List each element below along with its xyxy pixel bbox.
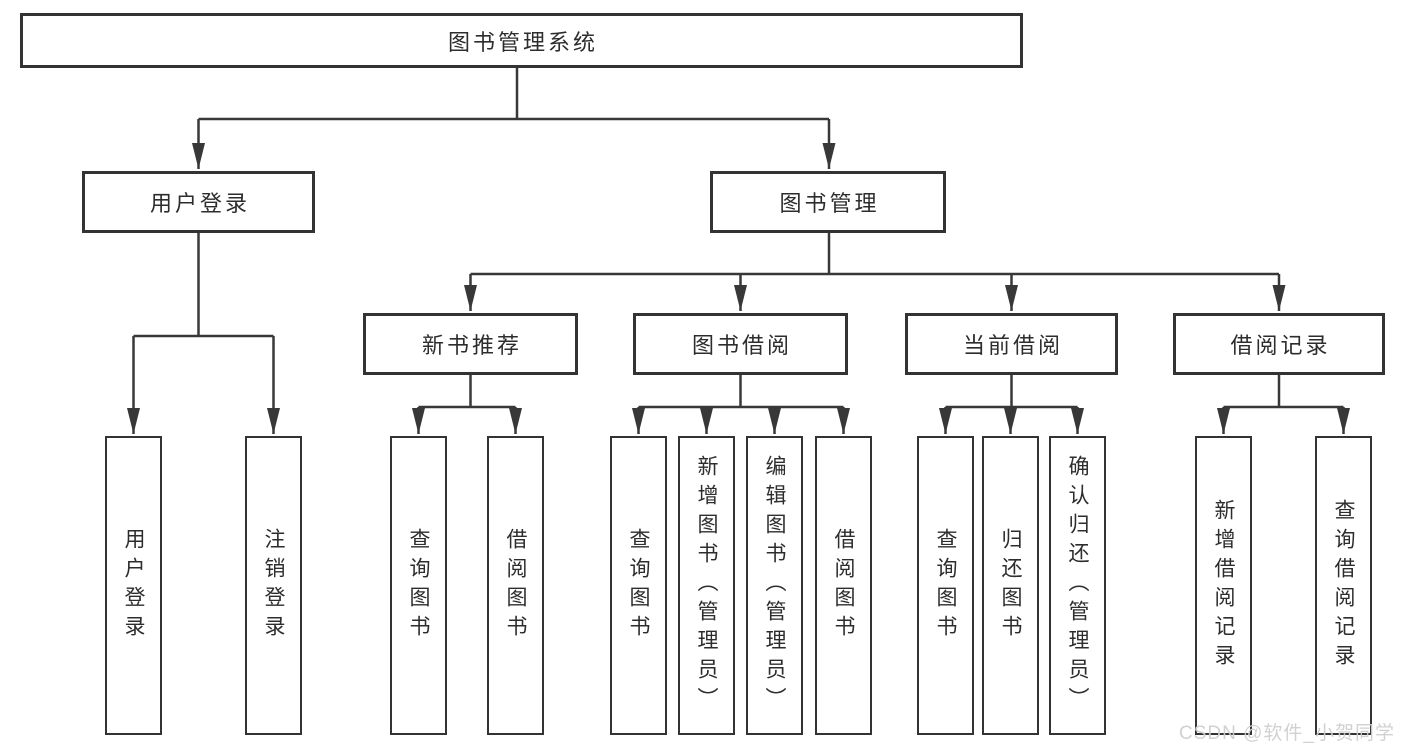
leaf-records-query-record: 查询借阅记录	[1315, 436, 1372, 735]
leaf-current-confirm-return-admin: 确认归还（管理员）	[1049, 436, 1106, 735]
leaf-borrow-add-books-admin: 新增图书（管理员）	[678, 436, 735, 735]
leaf-borrow-borrow-books: 借阅图书	[815, 436, 872, 735]
leaf-recommend-borrow-books-label: 借阅图书	[504, 527, 527, 644]
leaf-borrow-borrow-books-label: 借阅图书	[832, 527, 855, 644]
leaf-recommend-borrow-books: 借阅图书	[487, 436, 544, 735]
leaf-borrow-query-books-label: 查询图书	[627, 527, 650, 644]
leaf-current-query-books-label: 查询图书	[934, 527, 957, 644]
leaf-current-return-books: 归还图书	[982, 436, 1039, 735]
leaf-borrow-edit-books-admin: 编辑图书（管理员）	[746, 436, 803, 735]
leaf-current-return-books-label: 归还图书	[999, 527, 1022, 644]
leaf-logout-label: 注销登录	[262, 527, 285, 644]
leaf-recommend-query-books: 查询图书	[390, 436, 447, 735]
leaf-borrow-edit-books-admin-label: 编辑图书（管理员）	[763, 455, 786, 716]
node-current-borrow: 当前借阅	[905, 313, 1118, 375]
node-borrow-records: 借阅记录	[1173, 313, 1385, 375]
node-book-management: 图书管理	[710, 171, 946, 233]
node-root-system-label: 图书管理系统	[447, 29, 598, 55]
node-borrow-records-label: 借阅记录	[1230, 333, 1331, 358]
node-book-management-label: 图书管理	[779, 191, 880, 216]
csdn-watermark: CSDN @软件_小贺同学	[1179, 723, 1395, 744]
leaf-logout: 注销登录	[245, 436, 302, 735]
node-root-system: 图书管理系统	[20, 13, 1023, 68]
node-current-borrow-label: 当前借阅	[962, 333, 1063, 358]
leaf-user-login: 用户登录	[105, 436, 162, 735]
node-new-book-recommend: 新书推荐	[363, 313, 578, 375]
leaf-current-confirm-return-admin-label: 确认归还（管理员）	[1066, 455, 1089, 716]
leaf-records-add-record-label: 新增借阅记录	[1212, 498, 1235, 673]
leaf-borrow-query-books: 查询图书	[610, 436, 667, 735]
node-book-borrow-label: 图书借阅	[691, 333, 792, 358]
node-user-login: 用户登录	[82, 171, 315, 233]
leaf-records-query-record-label: 查询借阅记录	[1332, 498, 1355, 673]
leaf-recommend-query-books-label: 查询图书	[407, 527, 430, 644]
leaf-borrow-add-books-admin-label: 新增图书（管理员）	[695, 455, 718, 716]
leaf-records-add-record: 新增借阅记录	[1195, 436, 1252, 735]
node-user-login-label: 用户登录	[149, 191, 250, 216]
node-book-borrow: 图书借阅	[633, 313, 848, 375]
node-new-book-recommend-label: 新书推荐	[421, 333, 522, 358]
leaf-current-query-books: 查询图书	[917, 436, 974, 735]
leaf-user-login-label: 用户登录	[122, 527, 145, 644]
